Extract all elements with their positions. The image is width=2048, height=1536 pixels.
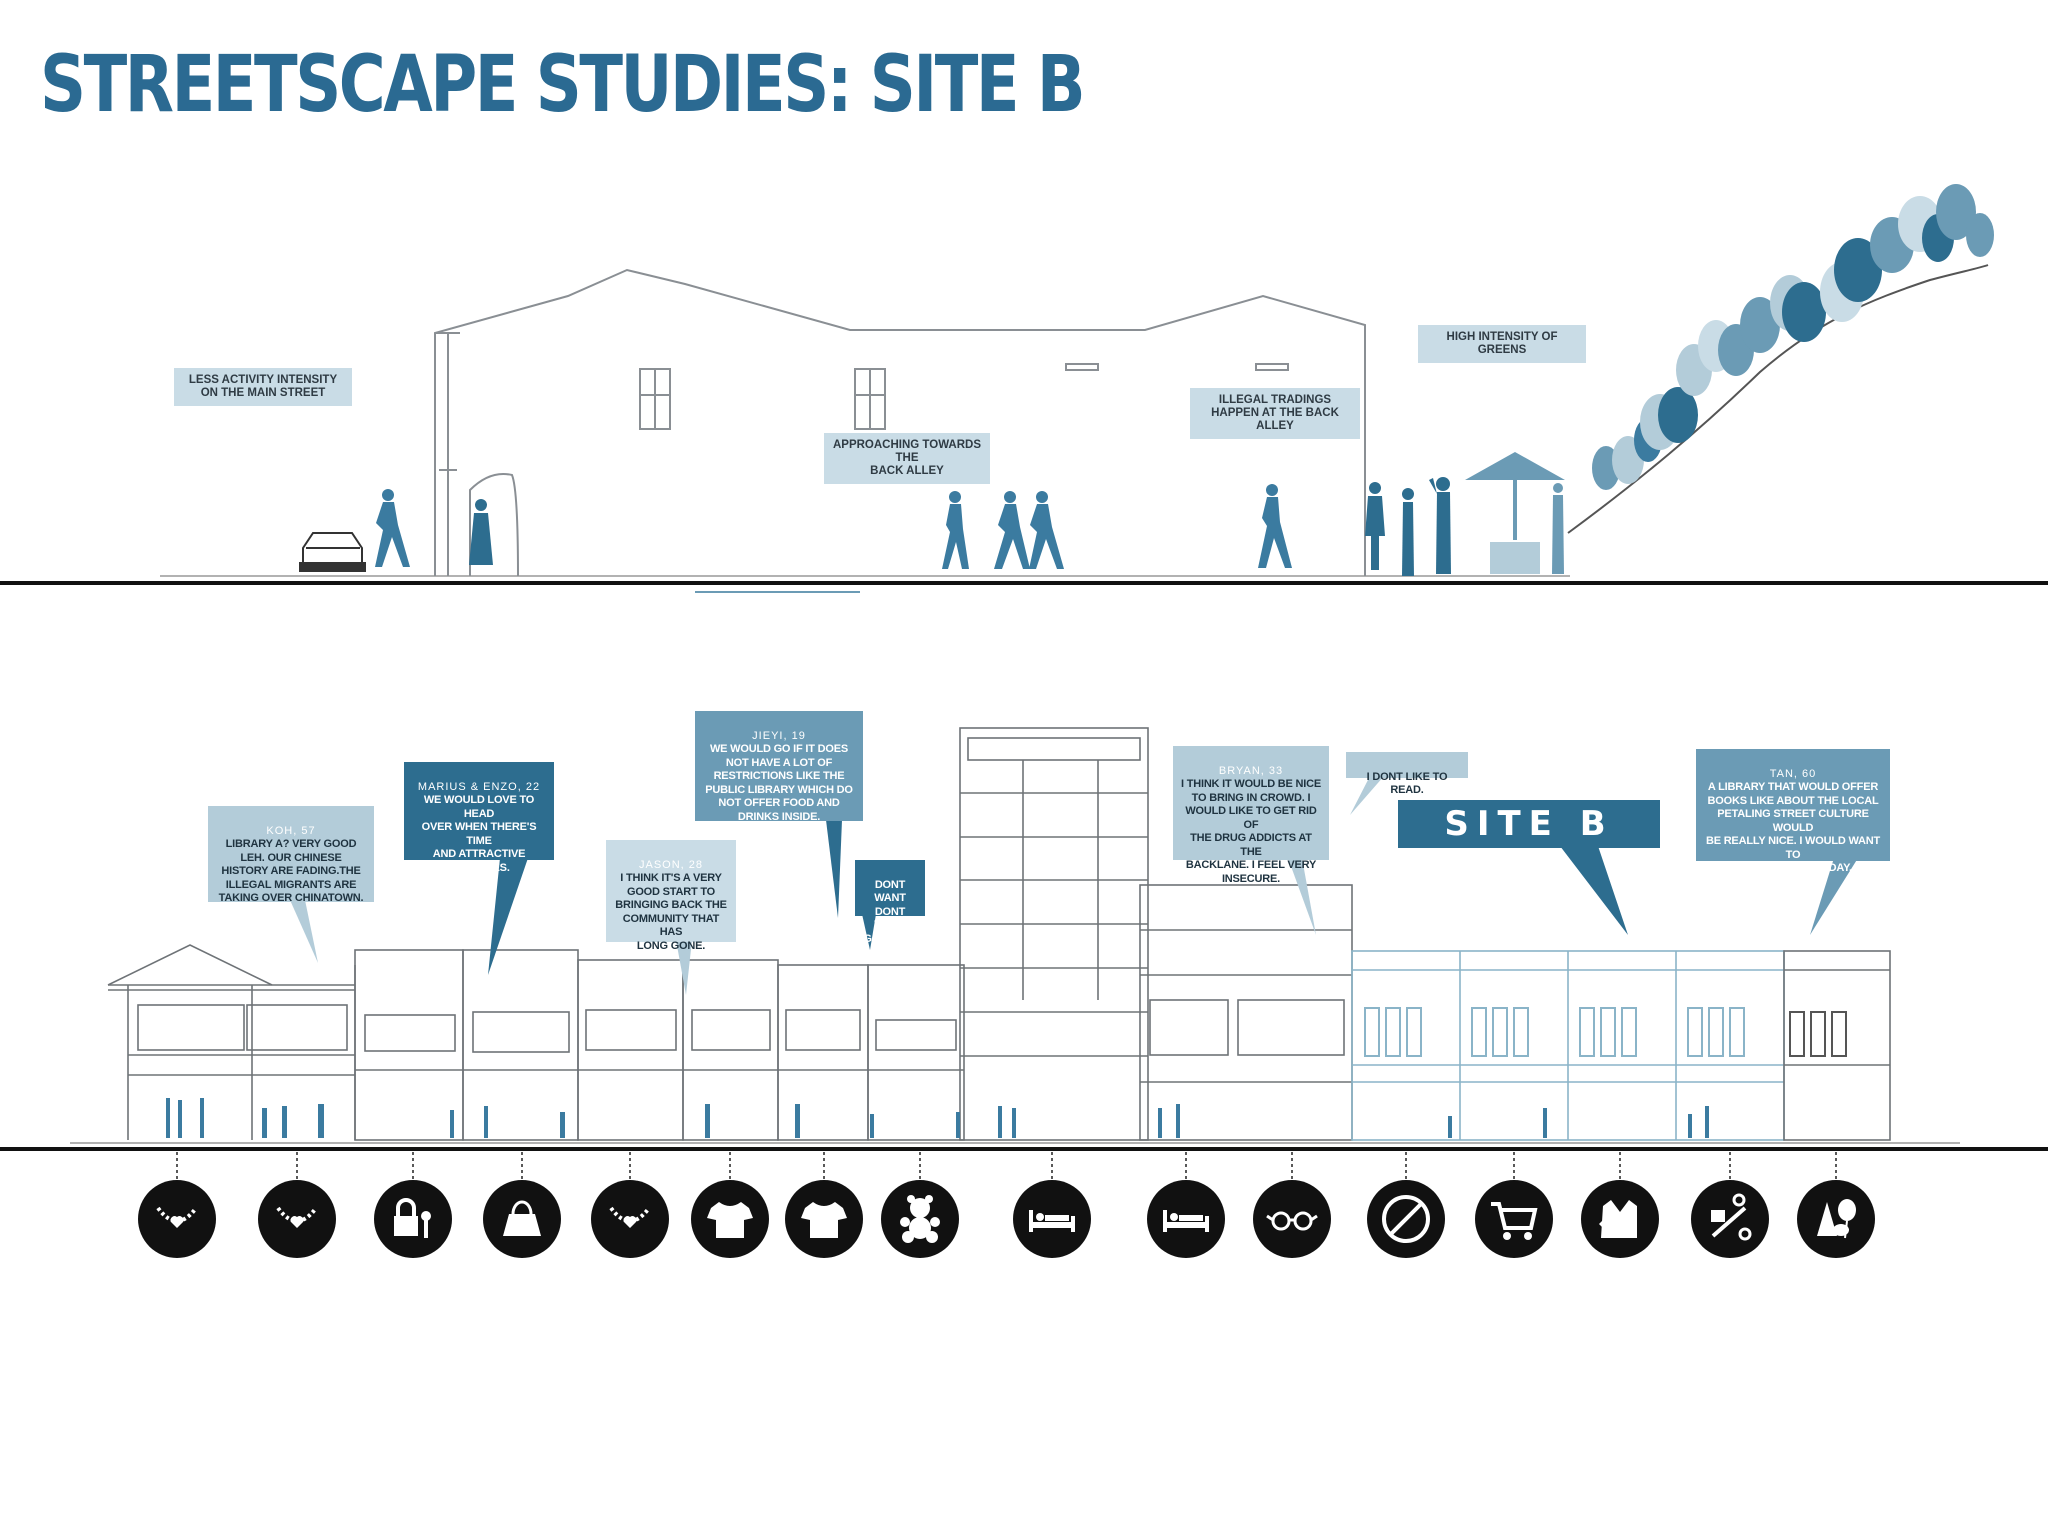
- site-b-row: [1351, 950, 1785, 1141]
- quote-jason-name: JASON, 28: [638, 858, 704, 871]
- prohibited-icon: [1367, 1180, 1445, 1258]
- necklace-icon: [138, 1180, 216, 1258]
- quote-jieyi-text: WE WOULD GO IF IT DOES NOT HAVE A LOT OF…: [705, 743, 853, 823]
- quote-marius-text: WE WOULD LOVE TO HEAD OVER WHEN THERE'S …: [421, 794, 537, 874]
- quote-bryan-name: BRYAN, 33: [1218, 764, 1284, 777]
- label-illegal-trading: ILLEGAL TRADINGS HAPPEN AT THE BACK ALLE…: [1190, 388, 1360, 439]
- quote-bryan-text: I THINK IT WOULD BE NICE TO BRING IN CRO…: [1180, 778, 1322, 885]
- quote-jieyi-name: JIEYI, 19: [752, 729, 806, 742]
- quote-marius-name: MARIUS & ENZO, 22: [417, 780, 541, 793]
- icon-leaders: [176, 1152, 1837, 1180]
- bed-icon: [1147, 1180, 1225, 1258]
- necklace-icon: [591, 1180, 669, 1258]
- site-b-windows: [1364, 1007, 1745, 1057]
- quote-dont-want: DONT WANT DONT WANT GO AWAY!: [855, 860, 925, 945]
- necklace-icon: [258, 1180, 336, 1258]
- quote-koh-name: KOH, 57: [266, 824, 316, 837]
- site-b-label: SITE B: [1398, 800, 1660, 848]
- page-title: STREETSCAPE STUDIES: SITE B: [40, 40, 1086, 130]
- jacket-icon: [1581, 1180, 1659, 1258]
- car-icon: [299, 532, 366, 572]
- quote-koh-text: LIBRARY A? VERY GOOD LEH. OUR CHINESE HI…: [218, 838, 364, 904]
- quote-dont-read-text: I DONT LIKE TO READ.: [1366, 770, 1448, 797]
- glasses-icon: [1253, 1180, 1331, 1258]
- label-approaching: APPROACHING TOWARDS THE BACK ALLEY: [824, 433, 990, 484]
- bubble-tails: [290, 776, 1858, 995]
- teddy-bear-icon: [881, 1180, 959, 1258]
- lower-people: [166, 1098, 1709, 1138]
- label-greens: HIGH INTENSITY OF GREENS: [1418, 325, 1586, 363]
- handbag-icon: [483, 1180, 561, 1258]
- market-stall: [1465, 452, 1565, 574]
- upper-people: [375, 477, 1564, 576]
- tree-canopy: [1592, 184, 1994, 490]
- tshirt-icon: [691, 1180, 769, 1258]
- shophouse-row: [107, 727, 1353, 1141]
- label-less-activity: LESS ACTIVITY INTENSITY ON THE MAIN STRE…: [174, 368, 352, 406]
- warehouse-outline: [434, 268, 1366, 577]
- quote-jason-text: I THINK IT'S A VERY GOOD START TO BRINGI…: [615, 872, 727, 952]
- quote-dont-read: I DONT LIKE TO READ.: [1346, 752, 1468, 796]
- quote-tan-name: TAN, 60: [1769, 767, 1817, 780]
- shopping-cart-icon: [1475, 1180, 1553, 1258]
- quote-dont-want-text: DONT WANT DONT WANT GO AWAY!: [863, 878, 917, 945]
- bed-icon: [1013, 1180, 1091, 1258]
- party-icon: [1797, 1180, 1875, 1258]
- lock-key-icon: [374, 1180, 452, 1258]
- tools-icon: [1691, 1180, 1769, 1258]
- tshirt-icon: [785, 1180, 863, 1258]
- quote-tan-text: A LIBRARY THAT WOULD OFFER BOOKS LIKE AB…: [1705, 781, 1881, 874]
